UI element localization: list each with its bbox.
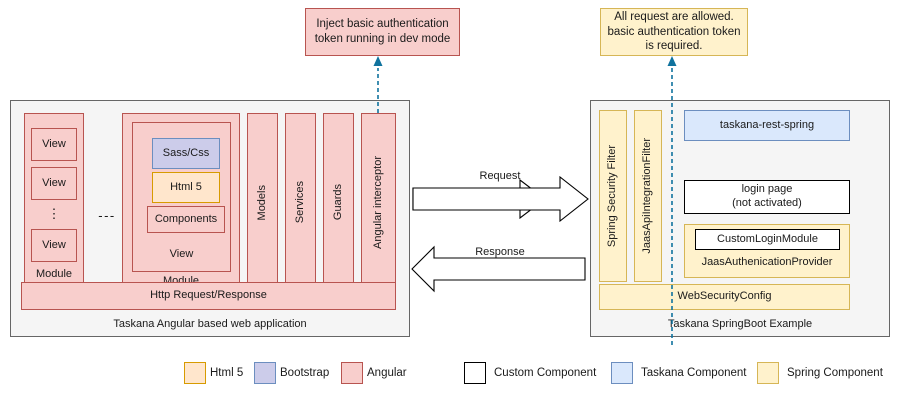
legend-label-taskana-component: Taskana Component: [641, 367, 747, 379]
legend-label-custom-component: Custom Component: [494, 367, 597, 379]
legend-label-html5: Html 5: [210, 367, 244, 379]
legend-label-angular: Angular: [367, 367, 407, 379]
legend-swatch-html5: [184, 362, 206, 384]
module-a-view-1-label: View: [42, 137, 66, 150]
jaas-authentication-provider-label: JaasAuthenicationProvider: [701, 256, 833, 268]
module-b-html5[interactable]: Html 5: [152, 172, 220, 203]
module-a-view-2[interactable]: View: [31, 167, 77, 200]
login-page-line2: (not activated): [732, 197, 802, 209]
legend-swatch-bootstrap: [254, 362, 276, 384]
module-a-view-2-label: View: [42, 176, 66, 189]
client-panel-label: Taskana Angular based web application: [113, 318, 307, 330]
callout-angular-interceptor-text: Inject basic authentication token runnin…: [314, 18, 451, 45]
legend-swatch-taskana-component: [611, 362, 633, 384]
legend-swatch-spring-component: [757, 362, 779, 384]
request-arrow-label: Request: [479, 170, 521, 182]
legend-swatch-custom-component: [464, 362, 486, 384]
column-guards-label: Guards: [331, 184, 344, 221]
column-services[interactable]: Services: [285, 113, 316, 292]
module-b-components-label: Components: [154, 212, 218, 225]
module-a-label: Module: [35, 268, 73, 280]
column-guards[interactable]: Guards: [323, 113, 354, 292]
http-request-response-bar[interactable]: Http Request/Response: [21, 282, 396, 310]
module-b-components[interactable]: Components: [147, 206, 225, 233]
module-b-sass-css-label: Sass/Css: [162, 146, 210, 159]
column-angular-interceptor[interactable]: Angular interceptor: [361, 113, 396, 292]
module-a-vertical-ellipsis: ⋮: [47, 206, 61, 221]
login-page-line1: login page: [741, 183, 793, 196]
request-arrow-shaft: [412, 175, 589, 223]
callout-spring-filter: All request are allowed. basic authentic…: [600, 8, 748, 56]
module-a-view-1[interactable]: View: [31, 128, 77, 161]
module-b-sass-css[interactable]: Sass/Css: [152, 138, 220, 169]
jaas-api-integration-filter[interactable]: JaasApiIntegrationFilter: [634, 110, 662, 282]
connector-spring-filter-arrowhead: [667, 56, 677, 66]
module-a-view-3[interactable]: View: [31, 229, 77, 262]
column-models[interactable]: Models: [247, 113, 278, 292]
taskana-rest-spring-label: taskana-rest-spring: [719, 118, 815, 131]
module-b-view-label: View: [169, 248, 194, 260]
legend-label-bootstrap: Bootstrap: [280, 367, 330, 379]
modules-ellipsis: ---: [98, 208, 116, 223]
jaas-api-integration-filter-label: JaasApiIntegrationFilter: [641, 138, 654, 254]
legend-swatch-angular: [341, 362, 363, 384]
spring-security-filter-label: Spring Security Filter: [606, 144, 619, 248]
column-angular-interceptor-label: Angular interceptor: [371, 156, 384, 249]
column-models-label: Models: [255, 184, 268, 221]
column-services-label: Services: [293, 181, 306, 224]
callout-angular-interceptor: Inject basic authentication token runnin…: [305, 8, 460, 56]
custom-login-module-label: CustomLoginModule: [717, 232, 818, 245]
server-panel-label: Taskana SpringBoot Example: [667, 318, 813, 330]
login-page[interactable]: login page (not activated): [684, 180, 850, 214]
custom-login-module[interactable]: CustomLoginModule: [695, 229, 840, 250]
request-arrow: [412, 178, 546, 220]
callout-spring-filter-text: All request are allowed. basic authentic…: [607, 10, 741, 53]
connector-angular-interceptor-arrowhead: [373, 56, 383, 66]
web-security-config[interactable]: WebSecurityConfig: [599, 284, 850, 310]
spring-security-filter[interactable]: Spring Security Filter: [599, 110, 627, 282]
module-b-html5-label: Html 5: [170, 180, 202, 193]
web-security-config-label: WebSecurityConfig: [677, 290, 772, 303]
taskana-rest-spring[interactable]: taskana-rest-spring: [684, 110, 850, 141]
response-arrow-label: Response: [475, 246, 525, 258]
legend-label-spring-component: Spring Component: [787, 367, 883, 379]
http-request-response-label: Http Request/Response: [150, 289, 267, 302]
module-a-view-3-label: View: [42, 238, 66, 251]
